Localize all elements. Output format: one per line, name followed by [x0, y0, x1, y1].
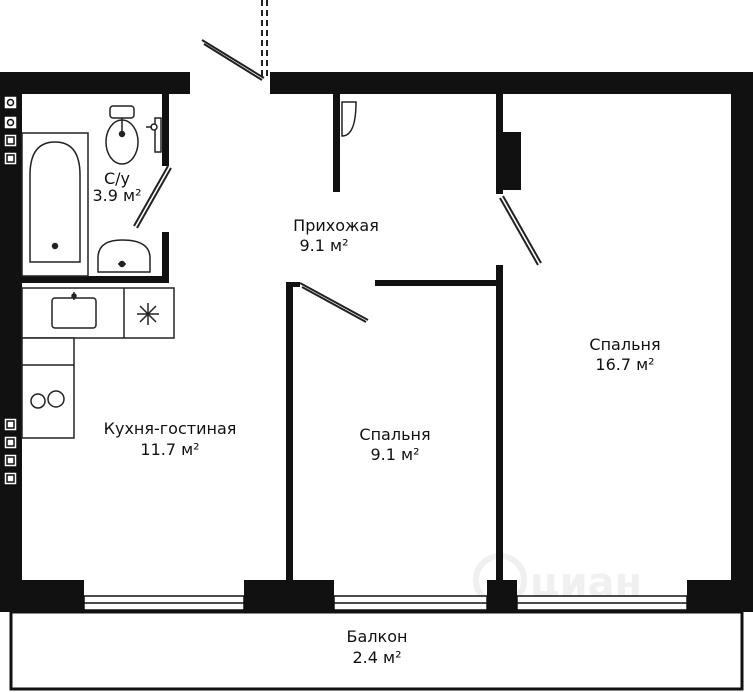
wall-bedrooms-divider	[496, 265, 503, 580]
wall-bathroom-right-upper	[162, 94, 169, 166]
wall-bottom-right	[687, 580, 753, 612]
kitchen-living-name: Кухня-гостиная	[104, 419, 237, 438]
wall-hallway-stub	[333, 94, 340, 192]
wall-closet-block	[503, 132, 521, 190]
wall-bathroom-bottom	[22, 276, 169, 283]
balcony-name: Балкон	[347, 627, 408, 646]
bedroom-small-area: 9.1 м²	[370, 445, 419, 464]
bathroom-area: 3.9 м²	[92, 186, 141, 205]
balcony-area: 2.4 м²	[352, 648, 401, 667]
wall-bedroom-small-top	[375, 280, 501, 286]
bedroom-small-door	[299, 282, 369, 321]
kitchen-sink-icon	[51, 297, 97, 329]
kitchen-fixtures	[21, 287, 175, 439]
hallway-area: 9.1 м²	[299, 236, 348, 255]
balcony	[9, 610, 744, 691]
balcony-outline	[9, 610, 744, 691]
windows	[83, 595, 688, 611]
wall-unit-icon	[341, 101, 357, 137]
bathroom-door	[133, 165, 169, 227]
wall-vents	[3, 95, 18, 486]
wall-top-right	[270, 72, 753, 94]
bedroom-large-door	[499, 197, 539, 266]
kitchen-counter-left	[21, 337, 75, 439]
kitchen-counter	[21, 287, 175, 339]
walls	[0, 72, 753, 612]
water-tap-icon	[146, 117, 162, 153]
toilet-icon	[105, 105, 139, 165]
stove-icon	[30, 390, 65, 409]
bathroom-fixtures	[21, 105, 172, 277]
ventilation-icon	[137, 303, 159, 325]
wall-bedroom-large-left-upper	[496, 94, 503, 194]
wall-top-left	[0, 72, 190, 94]
bedroom-small-name: Спальня	[359, 425, 430, 444]
wall-bedroom-small-top-left	[286, 282, 300, 287]
wall-bathroom-right-lower	[162, 232, 169, 282]
hallway-name: Прихожая	[293, 216, 379, 235]
wall-bottom-middle	[244, 580, 334, 612]
wall-right	[731, 72, 753, 612]
wall-bedroom-small-left	[286, 282, 293, 580]
bathroom-name: С/у	[104, 169, 130, 188]
kitchen-living-area: 11.7 м²	[140, 440, 199, 459]
bedroom-large-name: Спальня	[589, 335, 660, 354]
wall-bottom-left	[0, 580, 84, 612]
entrance-door	[201, 0, 268, 81]
bedroom-large-area: 16.7 м²	[595, 355, 654, 374]
wall-bottom-middle-right	[487, 580, 517, 612]
hallway-fixtures	[299, 101, 542, 323]
room-labels: С/у 3.9 м² Прихожая 9.1 м² Кухня-гостина…	[92, 169, 660, 667]
sink-icon	[97, 239, 151, 273]
